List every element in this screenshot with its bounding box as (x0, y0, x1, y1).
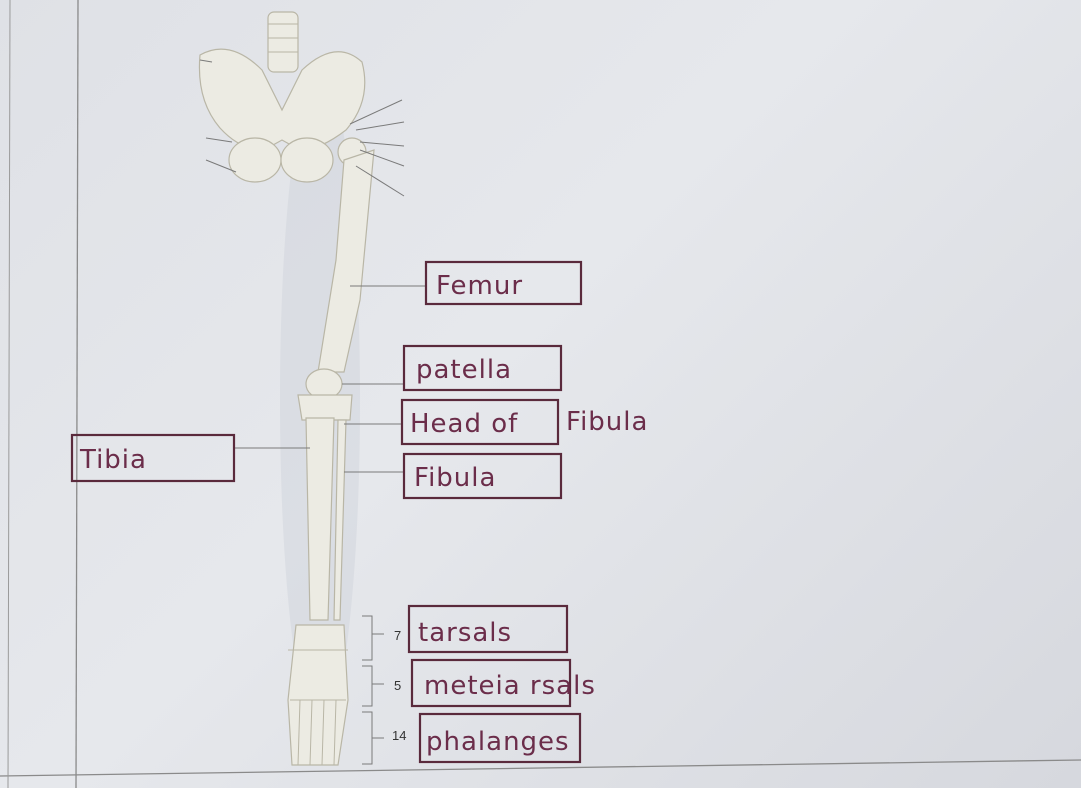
tarsals-count: 7 (394, 628, 401, 643)
metatarsals-label: meteia rsals (424, 671, 596, 701)
tibia-label: Tibia (79, 445, 147, 475)
patella-label: patella (416, 355, 512, 385)
phalanges-label: phalanges (426, 727, 570, 757)
left-rule (8, 0, 10, 788)
head-of-fibula-label: Head of (410, 409, 518, 439)
phalanges-count: 14 (392, 728, 406, 743)
foot-brackets (362, 616, 384, 764)
metatarsals-count: 5 (394, 678, 401, 693)
margin-line (76, 0, 78, 788)
leg-skeleton-illustration (199, 12, 374, 765)
tarsals-label: tarsals (418, 618, 512, 648)
fibula-label: Fibula (414, 463, 496, 493)
femur-label: Femur (436, 271, 523, 301)
head-of-fibula-label-extra: Fibula (566, 407, 648, 437)
